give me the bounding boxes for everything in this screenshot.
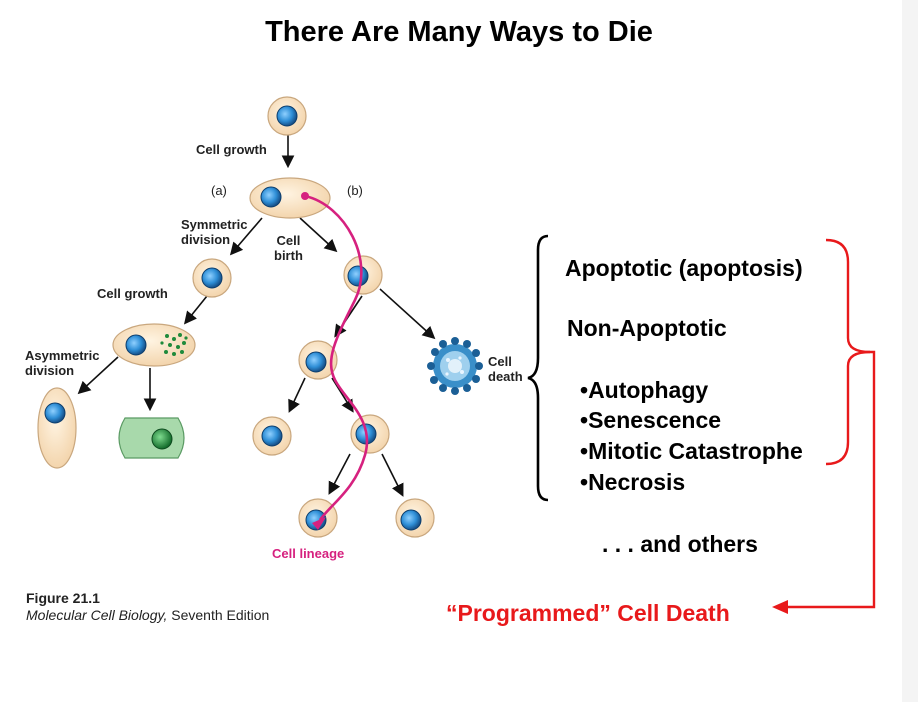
cell-birth-daughter <box>343 255 383 295</box>
label-cell-lineage: Cell lineage <box>272 546 345 561</box>
cell-gen3 <box>298 340 338 380</box>
label-asymmetric-division: Asymmetric division <box>25 348 100 378</box>
cell-gen5-left <box>298 498 338 538</box>
list-item-mitotic-catastrophe: Mitotic Catastrophe <box>580 438 803 465</box>
cell-symmetric-daughter <box>192 258 232 298</box>
cell-asymmetric-stem <box>37 387 77 469</box>
list-item-necrosis: Necrosis <box>580 469 685 496</box>
list-item-autophagy: Autophagy <box>580 377 708 404</box>
figure-number: Figure 21.1 <box>26 590 100 606</box>
cell-origin <box>267 96 307 136</box>
red-bracket <box>786 238 876 609</box>
label-cell-death: Cell death <box>488 354 523 384</box>
figure-source: Molecular Cell Biology, Seventh Edition <box>26 607 270 623</box>
label-branch-a: (a) <box>211 183 227 198</box>
label-symmetric-division: Symmetric division <box>181 217 248 247</box>
right-edge-strip <box>902 0 918 702</box>
cell-grown <box>249 177 331 219</box>
label-cell-growth-top: Cell growth <box>196 142 267 157</box>
list-item-senescence: Senescence <box>580 407 721 434</box>
lineage-path <box>301 192 369 530</box>
cell-gen4-left <box>252 416 292 456</box>
label-cell-birth: Cell birth <box>274 233 303 263</box>
cell-differentiated <box>118 417 185 459</box>
label-branch-b: (b) <box>347 183 363 198</box>
red-arrowhead <box>772 600 788 614</box>
label-cell-growth-left: Cell growth <box>97 286 168 301</box>
cell-gen5-right <box>395 498 435 538</box>
programmed-cell-death-label: “Programmed” Cell Death <box>446 600 730 626</box>
dying-cell <box>427 337 483 395</box>
curly-brace <box>527 234 549 502</box>
non-apoptotic-heading: Non-Apoptotic <box>567 315 727 341</box>
slide-title: There Are Many Ways to Die <box>265 16 653 48</box>
cell-asymmetric-parent <box>112 323 196 367</box>
cell-gen4-right <box>350 414 390 454</box>
and-others-text: . . . and others <box>602 531 758 557</box>
apoptotic-heading: Apoptotic (apoptosis) <box>565 255 803 281</box>
